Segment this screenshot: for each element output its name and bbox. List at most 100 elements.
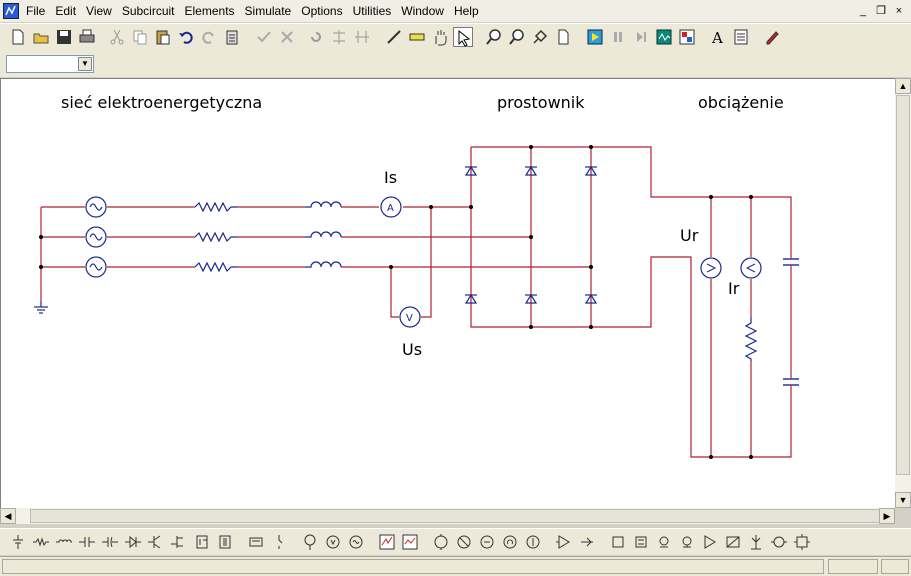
paste-icon[interactable] <box>153 27 173 47</box>
circuit-canvas[interactable]: sieć elektroenergetyczna prostownik obci… <box>0 78 895 508</box>
redo-icon[interactable] <box>199 27 219 47</box>
chevron-down-icon[interactable]: ▼ <box>78 57 92 71</box>
oscilloscope-icon[interactable] <box>654 27 674 47</box>
cut-icon[interactable] <box>107 27 127 47</box>
opamp-part-icon[interactable] <box>700 532 720 552</box>
component-tool-icon[interactable] <box>407 27 427 47</box>
menu-help[interactable]: Help <box>453 4 479 18</box>
scroll-right-icon[interactable]: ▶ <box>879 508 895 524</box>
scale-dropdown[interactable]: ▼ <box>6 55 94 73</box>
menu-bar: File Edit View Subcircuit Elements Simul… <box>0 0 911 22</box>
capacitor-part-icon[interactable] <box>77 532 97 552</box>
generator-part-icon[interactable] <box>792 532 812 552</box>
cross-icon[interactable] <box>277 27 297 47</box>
menu-options[interactable]: Options <box>301 4 343 18</box>
close-button[interactable]: × <box>895 5 903 17</box>
scroll-up-icon[interactable]: ▲ <box>895 78 911 94</box>
label-rectifier: prostownik <box>497 93 585 112</box>
menu-subcircuit[interactable]: Subcircuit <box>121 4 175 18</box>
zoom-out-icon[interactable] <box>507 27 527 47</box>
motor-part-icon[interactable] <box>769 532 789 552</box>
jfet-part-icon[interactable] <box>169 532 189 552</box>
menu-view[interactable]: View <box>86 4 112 18</box>
plotter-part-icon[interactable] <box>400 532 420 552</box>
wire-tool-icon[interactable] <box>384 27 404 47</box>
menu-file[interactable]: File <box>26 4 46 18</box>
converter-part-icon[interactable] <box>723 532 743 552</box>
antenna-part-icon[interactable] <box>746 532 766 552</box>
label-ur: Ur <box>680 226 699 245</box>
status-bar <box>0 556 911 576</box>
analysis-icon[interactable] <box>677 27 697 47</box>
zoom-fit-icon[interactable] <box>530 27 550 47</box>
menu-utilities[interactable]: Utilities <box>352 4 392 18</box>
lamp-part-icon[interactable] <box>577 532 597 552</box>
description-icon[interactable] <box>731 27 751 47</box>
relay-part-icon[interactable] <box>654 532 674 552</box>
wattmeter-part-icon[interactable] <box>477 532 497 552</box>
horizontal-scroll-thumb[interactable] <box>30 509 880 523</box>
amplifier-part-icon[interactable] <box>554 532 574 552</box>
ohmmeter-part-icon[interactable] <box>500 532 520 552</box>
ammeter-part-icon[interactable] <box>431 532 451 552</box>
status-pane-main <box>2 559 824 574</box>
minimize-button[interactable]: _ <box>859 5 867 17</box>
svg-text:A: A <box>711 29 723 47</box>
app-icon[interactable] <box>3 3 19 19</box>
open-folder-icon[interactable] <box>31 27 51 47</box>
page-icon[interactable] <box>553 27 573 47</box>
scroll-left-icon[interactable]: ◀ <box>0 508 16 524</box>
check-icon[interactable] <box>254 27 274 47</box>
label-us: Us <box>402 340 423 359</box>
inductor-part-icon[interactable] <box>54 532 74 552</box>
flip-horizontal-icon[interactable] <box>352 27 372 47</box>
mosfet-part-icon[interactable] <box>192 532 212 552</box>
scroll-down-icon[interactable]: ▼ <box>895 492 911 508</box>
switch-part-icon[interactable] <box>269 532 289 552</box>
undo-icon[interactable] <box>176 27 196 47</box>
copy-icon[interactable] <box>130 27 150 47</box>
step-icon[interactable] <box>631 27 651 47</box>
menu-edit[interactable]: Edit <box>55 4 77 18</box>
frequency-meter-part-icon[interactable] <box>523 532 543 552</box>
text-tool-icon[interactable]: A <box>708 27 728 47</box>
current-source-part-icon[interactable] <box>300 532 320 552</box>
flip-vertical-icon[interactable] <box>329 27 349 47</box>
hand-pan-icon[interactable] <box>430 27 450 47</box>
menu-elements[interactable]: Elements <box>184 4 235 18</box>
battery-part-icon[interactable] <box>8 532 28 552</box>
label-load: obciążenie <box>698 93 784 112</box>
clipboard-icon[interactable] <box>222 27 242 47</box>
print-icon[interactable] <box>77 27 97 47</box>
horizontal-scrollbar[interactable]: ◀ ▶ <box>0 508 895 524</box>
transistor-part-icon[interactable] <box>146 532 166 552</box>
diode-part-icon[interactable] <box>123 532 143 552</box>
pause-icon[interactable] <box>608 27 628 47</box>
save-icon[interactable] <box>54 27 74 47</box>
edit-pencil-icon[interactable] <box>762 27 782 47</box>
transformer-part-icon[interactable] <box>215 532 235 552</box>
sensor-part-icon[interactable] <box>677 532 697 552</box>
digital-part-icon[interactable] <box>631 532 651 552</box>
run-simulation-icon[interactable] <box>585 27 605 47</box>
new-file-icon[interactable] <box>8 27 28 47</box>
scope-part-icon[interactable] <box>377 532 397 552</box>
parts-toolbar <box>0 528 911 555</box>
ac-source-part-icon[interactable] <box>346 532 366 552</box>
rotate-icon[interactable] <box>306 27 326 47</box>
label-is: Is <box>384 168 398 187</box>
select-pointer-icon[interactable] <box>453 27 473 47</box>
vertical-scrollbar[interactable]: ▲ ▼ <box>895 78 911 508</box>
ic-part-icon[interactable] <box>246 532 266 552</box>
resistor-part-icon[interactable] <box>31 532 51 552</box>
zoom-in-icon[interactable] <box>484 27 504 47</box>
voltage-source-part-icon[interactable] <box>323 532 343 552</box>
polar-capacitor-part-icon[interactable] <box>100 532 120 552</box>
vertical-scroll-thumb[interactable] <box>896 95 910 475</box>
logic-gate-part-icon[interactable] <box>608 532 628 552</box>
restore-button[interactable]: ❐ <box>876 5 886 17</box>
menu-simulate[interactable]: Simulate <box>244 4 292 18</box>
label-ir: Ir <box>728 279 740 298</box>
voltmeter-part-icon[interactable] <box>454 532 474 552</box>
menu-window[interactable]: Window <box>401 4 444 18</box>
